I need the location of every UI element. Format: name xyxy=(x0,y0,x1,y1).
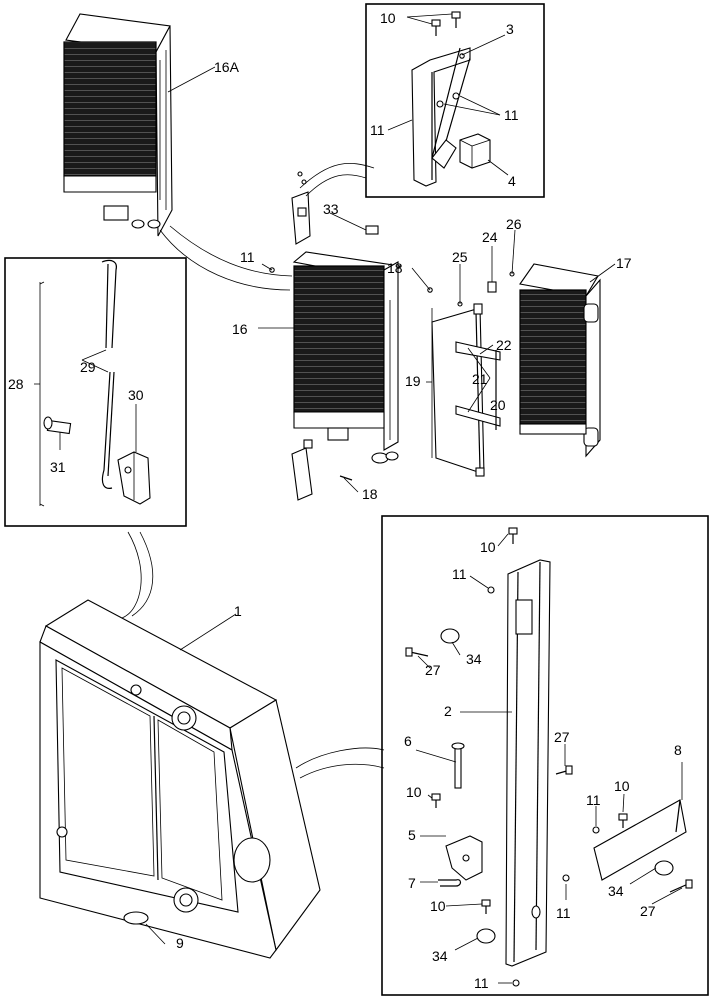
label-11-box3-top: 11 xyxy=(452,566,467,582)
radiator-17 xyxy=(519,263,601,458)
detail-box-side-frame xyxy=(381,515,709,996)
label-1: 1 xyxy=(234,603,242,619)
label-10-top: 10 xyxy=(380,10,396,26)
detail-box-support-rod xyxy=(4,257,187,527)
label-34-right: 34 xyxy=(608,883,624,899)
label-2: 2 xyxy=(444,703,452,719)
bracket-30 xyxy=(117,451,151,505)
label-4: 4 xyxy=(508,173,516,189)
support-rod-29 xyxy=(101,259,117,489)
label-11-box1-left: 11 xyxy=(370,122,385,138)
plate-8 xyxy=(593,799,687,881)
label-34-bottom: 34 xyxy=(432,948,448,964)
bracket-3 xyxy=(411,47,471,187)
bolt-27-mid xyxy=(555,765,573,775)
nut-11-bottom xyxy=(512,979,520,987)
clip-24 xyxy=(487,281,497,293)
label-29: 29 xyxy=(80,359,96,375)
label-30: 30 xyxy=(128,387,144,403)
nut-11-top xyxy=(487,586,495,594)
label-27-left: 27 xyxy=(425,662,441,678)
label-34-top: 34 xyxy=(466,651,482,667)
baffle-plate-19 xyxy=(431,303,501,477)
label-33: 33 xyxy=(323,201,339,217)
label-21: 21 xyxy=(472,371,488,387)
o-ring-9 xyxy=(123,911,149,925)
nut-11a xyxy=(436,100,444,108)
pin-6 xyxy=(451,742,465,789)
label-11-mid: 11 xyxy=(240,249,255,265)
label-16: 16 xyxy=(232,321,248,337)
label-10-box3-right: 10 xyxy=(614,778,630,794)
label-11-box3-bottom: 11 xyxy=(474,975,489,991)
label-24: 24 xyxy=(482,229,498,245)
label-20: 20 xyxy=(490,397,506,413)
label-10-box3-top: 10 xyxy=(480,539,496,555)
bolt-27-left xyxy=(405,647,429,657)
label-18-top: 18 xyxy=(387,260,403,276)
label-16a: 16A xyxy=(214,59,240,75)
pin-31 xyxy=(43,416,72,435)
upper-bracket-left xyxy=(291,171,311,245)
clamp-34-bottom xyxy=(476,928,496,944)
label-22: 22 xyxy=(496,337,512,353)
label-31: 31 xyxy=(50,459,66,475)
label-5: 5 xyxy=(408,827,416,843)
label-11-box3-lower: 11 xyxy=(556,905,571,921)
label-3: 3 xyxy=(506,21,514,37)
bolt-10-pair xyxy=(431,11,461,36)
radiator-frame-1 xyxy=(39,599,321,959)
nut-11-lower xyxy=(562,874,570,882)
label-6: 6 xyxy=(404,733,412,749)
nut-11b xyxy=(452,92,460,100)
clip-33 xyxy=(365,225,379,235)
nut-11-midright xyxy=(592,826,600,834)
part-4-block xyxy=(459,133,491,169)
bolt-10-top xyxy=(508,527,518,544)
bolt-27-right xyxy=(669,879,693,893)
bracket-5 xyxy=(445,835,483,881)
label-8: 8 xyxy=(674,742,682,758)
radiator-16 xyxy=(292,251,401,464)
label-10-box3-bottom: 10 xyxy=(430,898,446,914)
label-26: 26 xyxy=(506,216,522,232)
label-17: 17 xyxy=(616,255,632,271)
label-7: 7 xyxy=(408,875,416,891)
bolt-10-right xyxy=(618,813,628,828)
label-9: 9 xyxy=(176,935,184,951)
label-10-box3-left: 10 xyxy=(406,784,422,800)
label-27-mid: 27 xyxy=(554,729,570,745)
label-28: 28 xyxy=(8,376,24,392)
label-11-box1-right: 11 xyxy=(504,107,519,123)
side-frame-2 xyxy=(505,559,551,967)
label-25: 25 xyxy=(452,249,468,265)
clip-7 xyxy=(438,879,462,887)
label-19: 19 xyxy=(405,373,421,389)
clamp-34-top xyxy=(440,628,460,644)
label-18-bottom: 18 xyxy=(362,486,378,502)
bolt-10-bottom xyxy=(481,899,491,914)
clamp-34-right xyxy=(654,860,674,876)
radiator-16a xyxy=(63,13,173,237)
label-27-right: 27 xyxy=(640,903,656,919)
label-11-box3-midright: 11 xyxy=(586,792,601,808)
bolt-18-bottom xyxy=(339,475,353,481)
lower-bracket-left xyxy=(291,439,313,501)
bolt-10-left xyxy=(431,793,441,808)
detail-box-bracket xyxy=(365,3,545,198)
